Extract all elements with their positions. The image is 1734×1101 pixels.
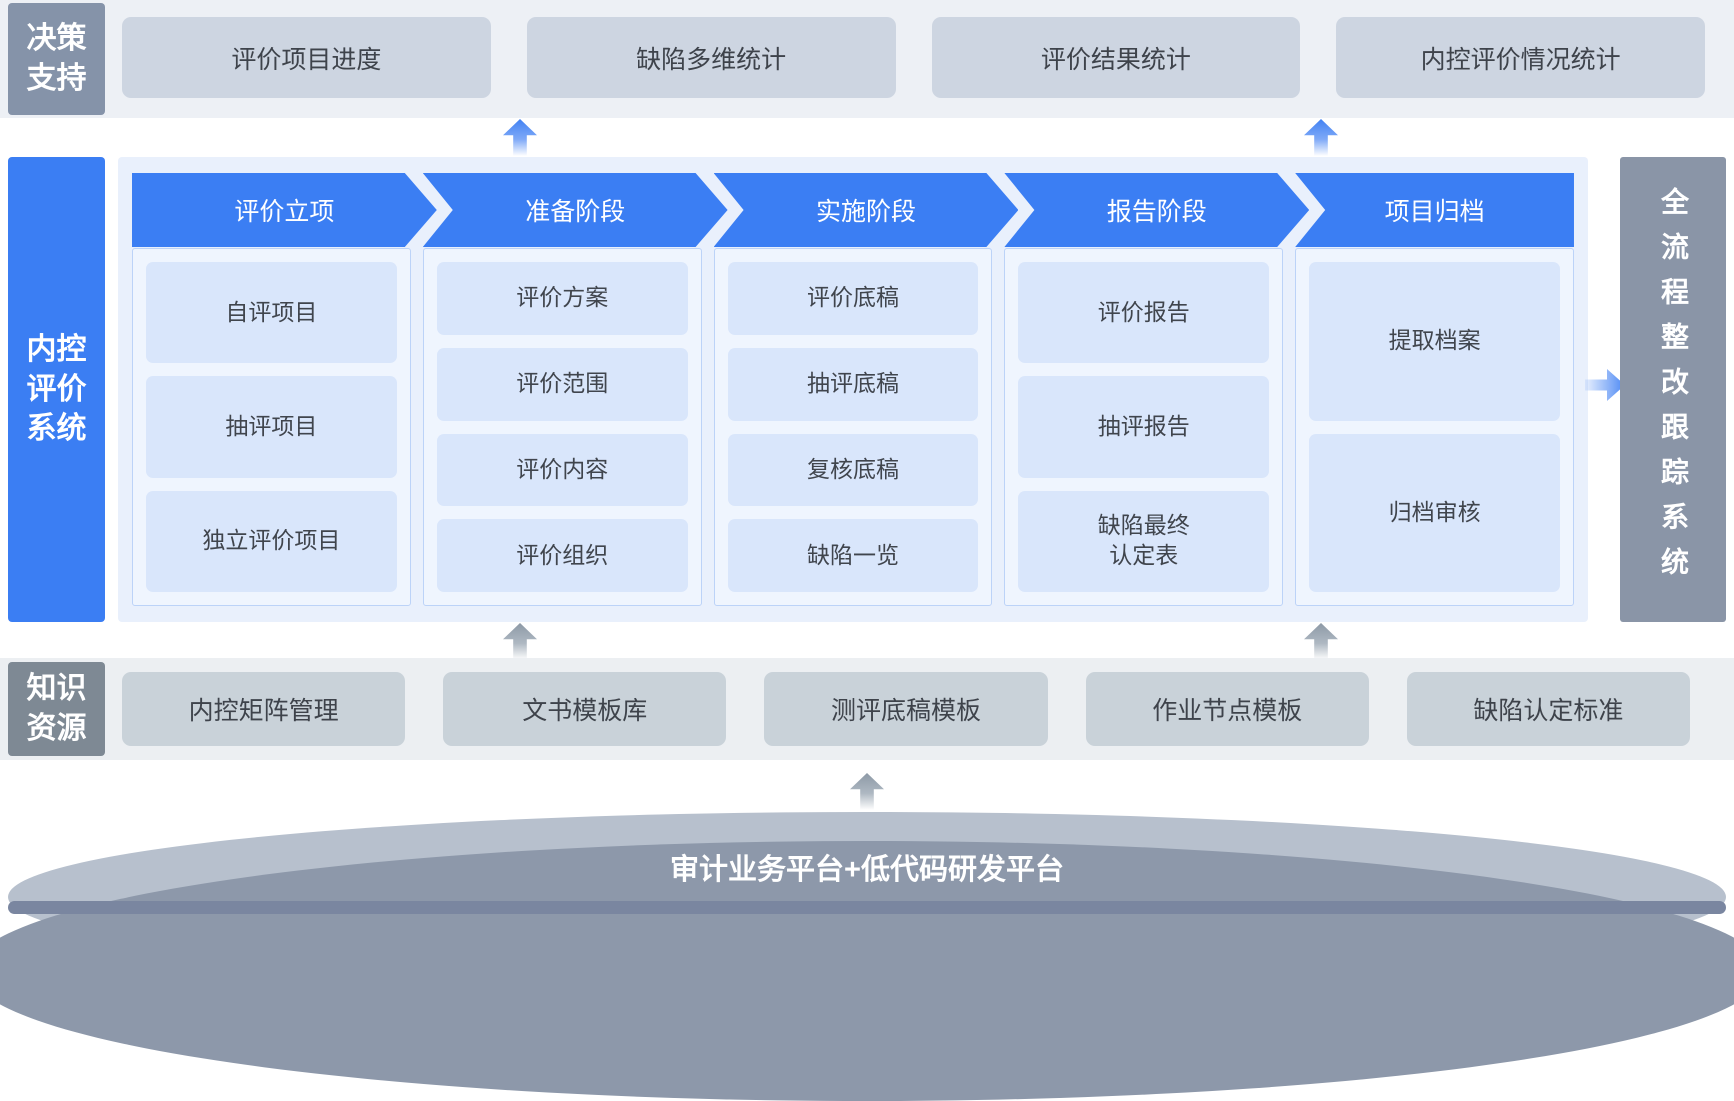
- stage-item: 提取档案: [1309, 262, 1560, 421]
- stage-panel: 评价方案 评价范围 评价内容 评价组织: [422, 248, 702, 606]
- knowledge-item-workpaper-templates: 测评底稿模板: [764, 672, 1048, 746]
- knowledge-resources-label: 知识资源: [8, 662, 105, 756]
- up-arrow-icon: [1304, 623, 1338, 660]
- decision-item-defect-stats: 缺陷多维统计: [526, 17, 896, 98]
- stage-panel: 自评项目 抽评项目 独立评价项目: [132, 248, 411, 606]
- stage-item: 复核底稿: [727, 433, 979, 507]
- stage-item: 评价内容: [436, 433, 688, 507]
- stage-column-initiation: 评价立项 自评项目 抽评项目 独立评价项目: [132, 173, 411, 606]
- stage-item: 归档审核: [1309, 433, 1560, 592]
- stage-banner: 评价立项: [132, 173, 437, 247]
- stage-title: 评价立项: [234, 198, 335, 226]
- knowledge-items: 内控矩阵管理 文书模板库 测评底稿模板 作业节点模板 缺陷认定标准: [122, 672, 1691, 746]
- stage-item: 抽评底稿: [727, 347, 979, 421]
- decision-item-project-progress: 评价项目进度: [122, 17, 491, 98]
- stage-item: 评价范围: [436, 347, 688, 421]
- decision-item-result-stats: 评价结果统计: [931, 17, 1301, 98]
- stage-item: 自评项目: [146, 262, 397, 364]
- stage-item: 缺陷最终认定表: [1018, 490, 1270, 592]
- evaluation-system-band: 内控评价系统 评价立项 自评项目 抽评项目 独立评价项目 准备阶段 评价方案 评…: [0, 157, 1734, 622]
- evaluation-system-label: 内控评价系统: [8, 157, 105, 622]
- up-arrow-icon: [503, 623, 537, 660]
- stage-item: 独立评价项目: [146, 490, 397, 592]
- knowledge-item-defect-standards: 缺陷认定标准: [1406, 672, 1691, 746]
- stage-panel: 评价底稿 抽评底稿 复核底稿 缺陷一览: [713, 248, 993, 606]
- stage-column-reporting: 报告阶段 评价报告 抽评报告 缺陷最终认定表: [1004, 173, 1283, 606]
- stage-banner: 报告阶段: [1004, 173, 1309, 247]
- up-arrow-icon: [503, 119, 537, 156]
- stage-item: 缺陷一览: [727, 519, 979, 592]
- evaluation-process-panel: 评价立项 自评项目 抽评项目 独立评价项目 准备阶段 评价方案 评价范围 评价内…: [118, 157, 1588, 622]
- stage-column-archiving: 项目归档 提取档案 归档审核: [1295, 173, 1574, 606]
- stage-banner: 项目归档: [1295, 173, 1574, 247]
- knowledge-resources-band: 知识资源 内控矩阵管理 文书模板库 测评底稿模板 作业节点模板 缺陷认定标准: [0, 658, 1734, 760]
- stage-banner: 准备阶段: [423, 173, 728, 247]
- knowledge-item-worknode-templates: 作业节点模板: [1085, 672, 1369, 746]
- stage-item: 评价方案: [436, 262, 688, 335]
- stage-title: 准备阶段: [525, 198, 626, 226]
- stage-title: 项目归档: [1384, 198, 1485, 226]
- decision-support-band: 决策支持 评价项目进度 缺陷多维统计 评价结果统计 内控评价情况统计: [0, 0, 1734, 118]
- platform-bottom-edge: [8, 901, 1726, 914]
- stage-column-preparation: 准备阶段 评价方案 评价范围 评价内容 评价组织: [422, 173, 702, 606]
- up-arrow-icon: [850, 773, 884, 810]
- decision-support-items: 评价项目进度 缺陷多维统计 评价结果统计 内控评价情况统计: [122, 17, 1705, 98]
- stage-item: 评价底稿: [727, 262, 979, 335]
- knowledge-item-matrix: 内控矩阵管理: [122, 672, 406, 746]
- up-arrow-icon: [1304, 119, 1338, 156]
- stage-item: 评价组织: [436, 519, 688, 592]
- stage-item: 评价报告: [1018, 262, 1270, 364]
- platform-label: 审计业务平台+低代码研发平台: [670, 854, 1064, 886]
- decision-support-label: 决策支持: [8, 3, 105, 115]
- stage-item: 抽评报告: [1018, 376, 1270, 478]
- stage-title: 实施阶段: [815, 198, 916, 226]
- stage-title: 报告阶段: [1106, 198, 1207, 226]
- knowledge-item-doc-templates: 文书模板库: [443, 672, 727, 746]
- stage-banner: 实施阶段: [714, 173, 1019, 247]
- stage-panel: 评价报告 抽评报告 缺陷最终认定表: [1004, 248, 1284, 606]
- stage-item: 抽评项目: [146, 376, 397, 478]
- decision-item-icontrol-stats: 内控评价情况统计: [1336, 17, 1705, 98]
- stage-column-implementation: 实施阶段 评价底稿 抽评底稿 复核底稿 缺陷一览: [713, 173, 993, 606]
- tracking-system-bar: 全流程整改跟踪系统: [1620, 157, 1726, 622]
- right-arrow-icon: [1585, 369, 1625, 401]
- stage-panel: 提取档案 归档审核: [1295, 248, 1574, 606]
- tracking-system-label: 全流程整改跟踪系统: [1658, 187, 1689, 592]
